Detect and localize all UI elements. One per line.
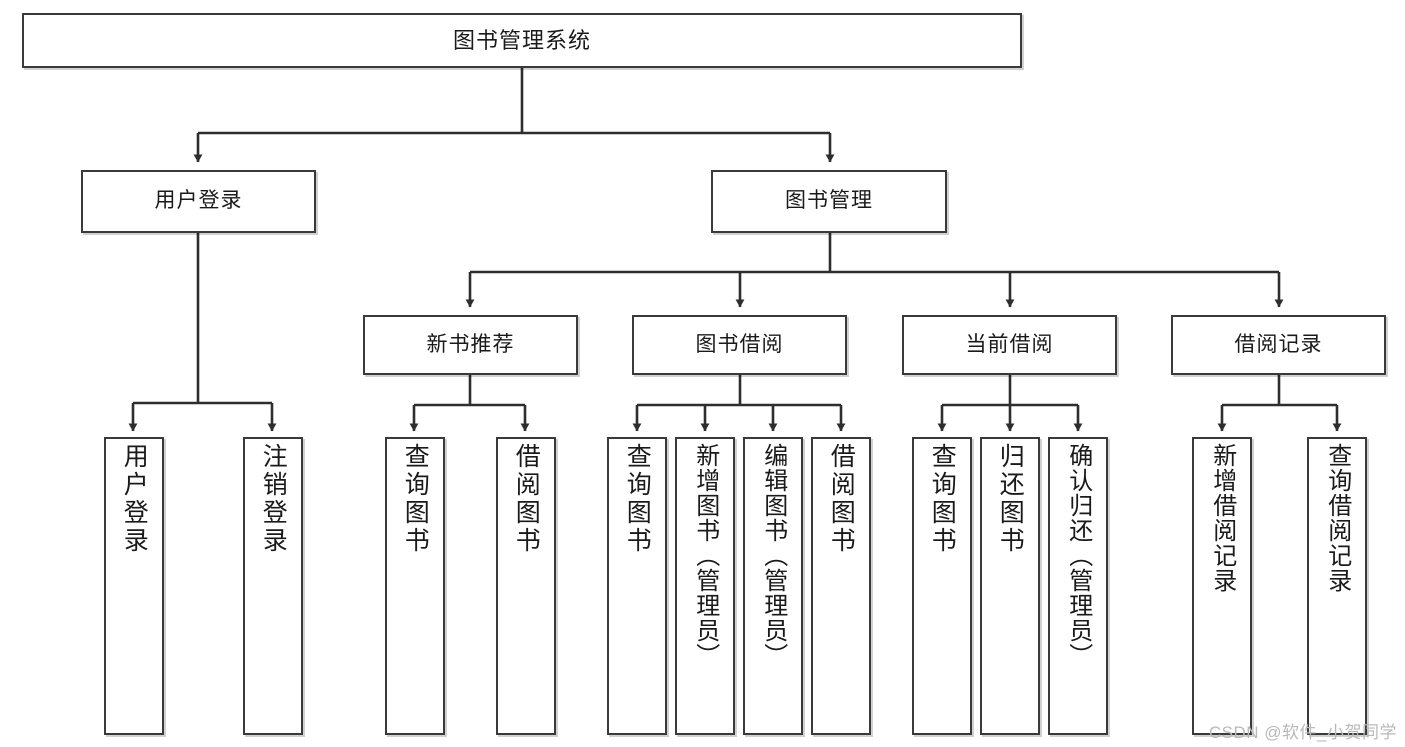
node-label: 归还图书 bbox=[996, 443, 1025, 555]
node-label: 新增图书（管理员） bbox=[691, 443, 719, 668]
leaf-borrow-book-recommend[interactable]: 借阅图书 bbox=[496, 437, 556, 735]
node-book-management[interactable]: 图书管理 bbox=[711, 170, 947, 233]
node-label: 查询图书 bbox=[401, 443, 430, 555]
node-label: 借阅图书 bbox=[512, 443, 541, 555]
node-label: 借阅图书 bbox=[827, 443, 856, 555]
node-new-book-recommend[interactable]: 新书推荐 bbox=[363, 315, 578, 375]
node-label: 当前借阅 bbox=[965, 332, 1054, 356]
leaf-query-book-borrow[interactable]: 查询图书 bbox=[607, 437, 667, 735]
node-label: 图书借阅 bbox=[695, 332, 784, 356]
node-label: 查询借阅记录 bbox=[1323, 443, 1351, 593]
node-label: 图书管理 bbox=[785, 189, 873, 213]
node-label: 确认归还（管理员） bbox=[1064, 443, 1092, 668]
node-label: 图书管理系统 bbox=[452, 27, 591, 53]
leaf-user-login[interactable]: 用户登录 bbox=[104, 437, 164, 735]
leaf-query-book-recommend[interactable]: 查询图书 bbox=[385, 437, 445, 735]
leaf-edit-book[interactable]: 编辑图书（管理员） bbox=[743, 437, 803, 735]
watermark-text: CSDN @软件_小贺同学 bbox=[1208, 723, 1397, 742]
leaf-return-book[interactable]: 归还图书 bbox=[980, 437, 1040, 735]
node-label: 新增借阅记录 bbox=[1208, 443, 1236, 593]
leaf-user-logout[interactable]: 注销登录 bbox=[243, 437, 303, 735]
node-user-login[interactable]: 用户登录 bbox=[81, 170, 316, 233]
node-label: 用户登录 bbox=[120, 443, 149, 555]
leaf-add-borrow-record[interactable]: 新增借阅记录 bbox=[1192, 437, 1252, 735]
node-book-management-system[interactable]: 图书管理系统 bbox=[22, 13, 1022, 68]
node-label: 新书推荐 bbox=[426, 332, 515, 356]
node-label: 查询图书 bbox=[928, 443, 957, 555]
node-label: 注销登录 bbox=[259, 443, 288, 555]
node-book-borrow[interactable]: 图书借阅 bbox=[632, 315, 847, 375]
node-label: 用户登录 bbox=[154, 189, 243, 213]
leaf-confirm-return[interactable]: 确认归还（管理员） bbox=[1048, 437, 1108, 735]
leaf-borrow-book-borrow[interactable]: 借阅图书 bbox=[811, 437, 871, 735]
node-label: 查询图书 bbox=[623, 443, 652, 555]
leaf-add-book[interactable]: 新增图书（管理员） bbox=[675, 437, 735, 735]
leaf-query-borrow-record[interactable]: 查询借阅记录 bbox=[1307, 437, 1367, 735]
leaf-query-book-current[interactable]: 查询图书 bbox=[912, 437, 972, 735]
node-label: 编辑图书（管理员） bbox=[759, 443, 787, 668]
node-current-borrow[interactable]: 当前借阅 bbox=[902, 315, 1117, 375]
node-label: 借阅记录 bbox=[1234, 332, 1323, 356]
node-borrow-record[interactable]: 借阅记录 bbox=[1171, 315, 1386, 375]
